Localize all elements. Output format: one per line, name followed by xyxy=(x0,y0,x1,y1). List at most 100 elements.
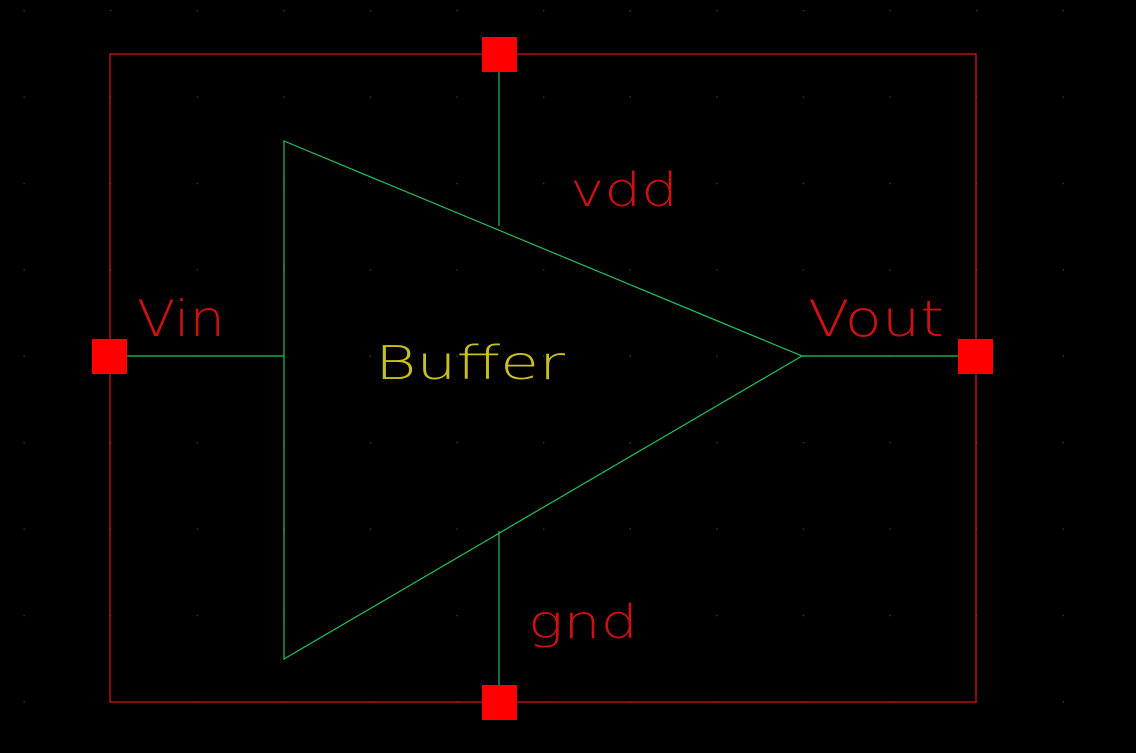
grid-dot xyxy=(976,10,978,12)
grid-dot xyxy=(110,269,112,271)
grid-dot xyxy=(716,528,718,530)
grid-dot xyxy=(716,614,718,617)
grid-dot xyxy=(629,269,631,271)
grid-dot xyxy=(716,182,718,185)
grid-dot xyxy=(802,528,805,530)
grid-dot xyxy=(196,528,198,530)
grid-dot xyxy=(543,355,545,357)
grid-dot xyxy=(1062,269,1064,271)
grid-dot xyxy=(976,701,978,703)
grid-dot xyxy=(802,182,805,185)
grid-dot xyxy=(1062,355,1064,357)
grid-dot xyxy=(369,182,372,185)
grid-dot xyxy=(283,10,285,12)
grid-dot xyxy=(456,269,458,271)
grid-dot xyxy=(976,442,978,444)
grid-dot xyxy=(629,96,631,98)
grid-dot xyxy=(629,182,631,185)
grid-dot xyxy=(196,10,198,12)
grid-dot xyxy=(23,355,25,357)
grid-dot xyxy=(456,614,458,617)
gnd-pin[interactable] xyxy=(482,685,517,720)
grid-dot xyxy=(23,528,25,530)
cell-name-label: Buffer xyxy=(375,336,565,390)
grid-dot xyxy=(889,442,891,444)
grid-dot xyxy=(976,96,978,98)
grid-dot xyxy=(802,614,805,617)
grid-dot xyxy=(889,182,891,185)
grid-dot xyxy=(23,96,25,98)
grid-dot xyxy=(456,10,458,12)
grid-dot xyxy=(110,96,112,98)
grid-dot xyxy=(716,10,718,12)
grid-dot xyxy=(543,10,545,12)
grid-dot xyxy=(196,182,198,185)
grid-dot xyxy=(976,528,978,530)
grid-dot xyxy=(543,182,545,185)
grid-dot xyxy=(629,528,631,530)
grid-dot xyxy=(889,614,891,617)
grid-dot xyxy=(802,442,805,444)
grid-dot xyxy=(543,96,545,98)
grid-dot xyxy=(976,269,978,271)
grid-dot xyxy=(802,269,805,271)
grid-dot xyxy=(629,442,631,444)
grid-dot xyxy=(629,10,631,12)
vdd-label: vdd xyxy=(570,163,678,217)
grid-dot xyxy=(1062,701,1064,703)
grid-dot xyxy=(110,442,112,444)
grid-dot xyxy=(110,528,112,530)
grid-dot xyxy=(369,442,372,444)
grid-dot xyxy=(110,10,112,12)
grid-dot xyxy=(110,182,112,185)
vdd-pin[interactable] xyxy=(482,37,517,72)
grid-dot xyxy=(23,442,25,444)
grid-dot xyxy=(196,442,198,444)
grid-dot xyxy=(543,442,545,444)
grid-dot xyxy=(23,10,25,12)
grid-dot xyxy=(976,614,978,617)
grid-dot xyxy=(716,355,718,357)
grid-dot xyxy=(889,96,891,98)
grid-dot xyxy=(369,269,372,271)
grid-dot xyxy=(456,528,458,530)
grid-dot xyxy=(1062,528,1064,530)
grid-dot xyxy=(23,269,25,271)
grid-dot xyxy=(1062,10,1064,12)
grid-dot xyxy=(456,182,458,185)
vout-pin[interactable] xyxy=(958,339,993,374)
grid-dot xyxy=(629,355,631,357)
grid-dot xyxy=(716,96,718,98)
grid-dot xyxy=(889,528,891,530)
grid-dot xyxy=(196,96,198,98)
grid-dot xyxy=(369,614,372,617)
grid-dot xyxy=(23,701,25,703)
grid-dot xyxy=(1062,182,1064,185)
grid-dot xyxy=(802,96,805,98)
grid-dot xyxy=(543,614,545,617)
gnd-label: gnd xyxy=(528,595,638,649)
grid-dot xyxy=(369,355,372,357)
grid-dot xyxy=(543,528,545,530)
vin-label: Vin xyxy=(137,290,225,348)
grid-dot xyxy=(716,269,718,271)
grid-dot xyxy=(456,355,458,357)
vin-pin[interactable] xyxy=(92,339,127,374)
grid-dot xyxy=(1062,614,1064,617)
grid-dot xyxy=(369,528,372,530)
grid-dot xyxy=(23,614,25,617)
symbol-boundary[interactable] xyxy=(109,53,977,703)
grid-dot xyxy=(456,442,458,444)
grid-dot xyxy=(889,269,891,271)
grid-dot xyxy=(716,442,718,444)
grid-dot xyxy=(629,614,631,617)
grid-dot xyxy=(456,96,458,98)
grid-dot xyxy=(23,182,25,185)
grid-dot xyxy=(110,614,112,617)
vout-label: Vout xyxy=(808,290,944,348)
grid-dot xyxy=(802,10,805,12)
grid-dot xyxy=(369,96,372,98)
buffer-triangle[interactable] xyxy=(283,140,804,661)
